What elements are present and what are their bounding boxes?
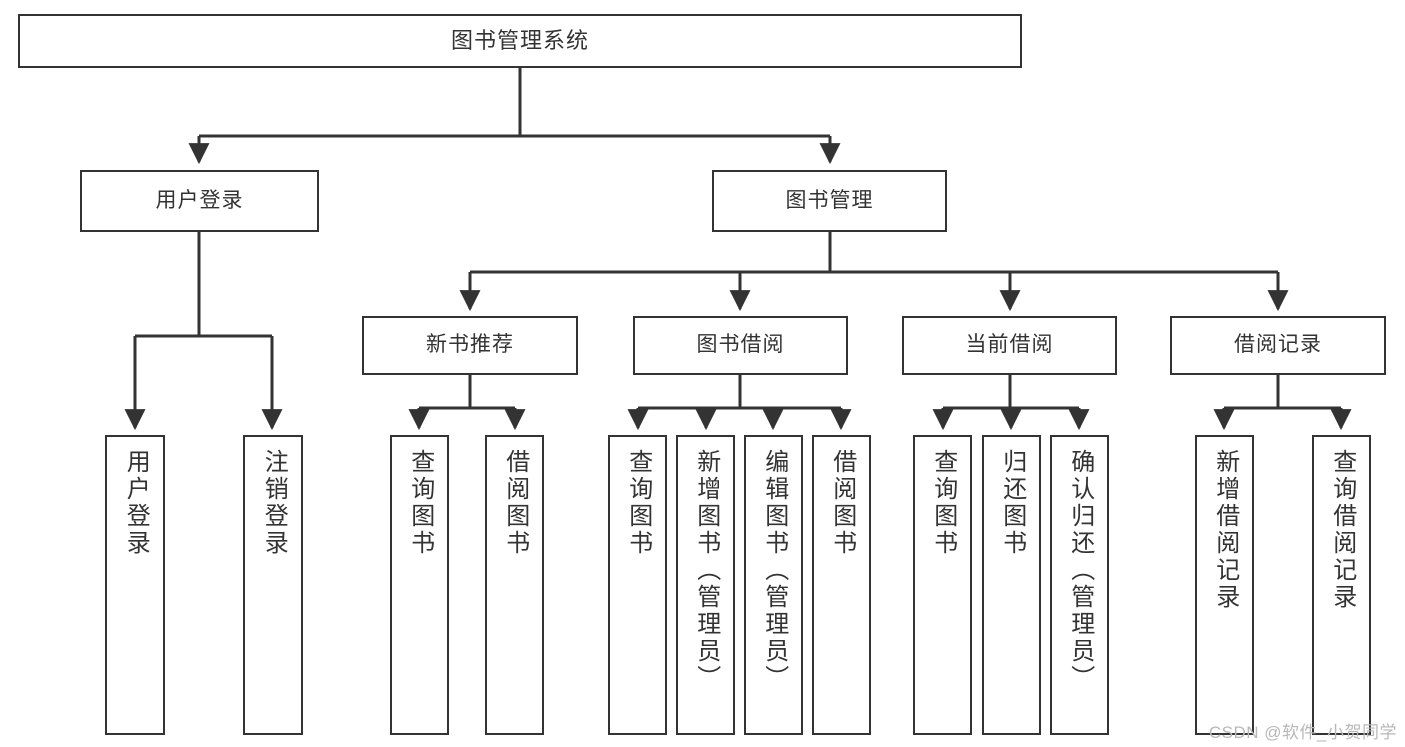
- node-user-login-label: 用户登录: [155, 188, 244, 212]
- leaf-label: 借阅图书: [828, 449, 856, 557]
- leaf-label: 新增图书（管理员）: [692, 449, 720, 692]
- node-user-login[interactable]: 用户登录: [80, 170, 319, 232]
- leaf-book-borrow-edit[interactable]: 编辑图书（管理员）: [744, 435, 803, 735]
- leaf-current-borrow-query[interactable]: 查询图书: [913, 435, 972, 735]
- leaf-user-login-signin[interactable]: 用户登录: [105, 435, 165, 735]
- leaf-label: 用户登录: [122, 449, 150, 557]
- leaf-borrow-record-add[interactable]: 新增借阅记录: [1195, 435, 1254, 735]
- node-root-label: 图书管理系统: [450, 28, 589, 54]
- leaf-current-borrow-confirm-return[interactable]: 确认归还（管理员）: [1050, 435, 1109, 735]
- node-book-management[interactable]: 图书管理: [712, 170, 947, 232]
- leaf-label: 确认归还（管理员）: [1066, 449, 1094, 692]
- node-book-borrow-label: 图书借阅: [696, 333, 785, 357]
- node-new-book-recommend-label: 新书推荐: [426, 333, 514, 357]
- node-borrow-record-label: 借阅记录: [1234, 333, 1322, 357]
- node-new-book-recommend[interactable]: 新书推荐: [362, 316, 578, 375]
- leaf-current-borrow-return[interactable]: 归还图书: [982, 435, 1041, 735]
- leaf-label: 编辑图书（管理员）: [760, 449, 788, 692]
- leaf-borrow-record-query[interactable]: 查询借阅记录: [1312, 435, 1371, 735]
- node-book-management-label: 图书管理: [785, 188, 874, 212]
- leaf-label: 查询图书: [624, 449, 652, 557]
- leaf-label: 借阅图书: [501, 449, 529, 557]
- node-book-borrow[interactable]: 图书借阅: [633, 316, 848, 375]
- leaf-new-book-borrow[interactable]: 借阅图书: [485, 435, 544, 735]
- node-root[interactable]: 图书管理系统: [18, 14, 1022, 68]
- leaf-book-borrow-lend[interactable]: 借阅图书: [812, 435, 871, 735]
- leaf-label: 查询图书: [406, 449, 434, 557]
- leaf-label: 查询图书: [929, 449, 957, 557]
- leaf-label: 新增借阅记录: [1211, 449, 1239, 611]
- node-current-borrow-label: 当前借阅: [965, 333, 1054, 357]
- node-current-borrow[interactable]: 当前借阅: [902, 316, 1117, 375]
- leaf-book-borrow-add[interactable]: 新增图书（管理员）: [676, 435, 735, 735]
- leaf-book-borrow-query[interactable]: 查询图书: [608, 435, 667, 735]
- leaf-user-login-signout[interactable]: 注销登录: [243, 435, 303, 735]
- node-borrow-record[interactable]: 借阅记录: [1170, 316, 1386, 375]
- leaf-label: 注销登录: [260, 449, 288, 557]
- leaf-label: 归还图书: [998, 449, 1026, 557]
- leaf-new-book-query[interactable]: 查询图书: [390, 435, 449, 735]
- leaf-label: 查询借阅记录: [1328, 449, 1356, 611]
